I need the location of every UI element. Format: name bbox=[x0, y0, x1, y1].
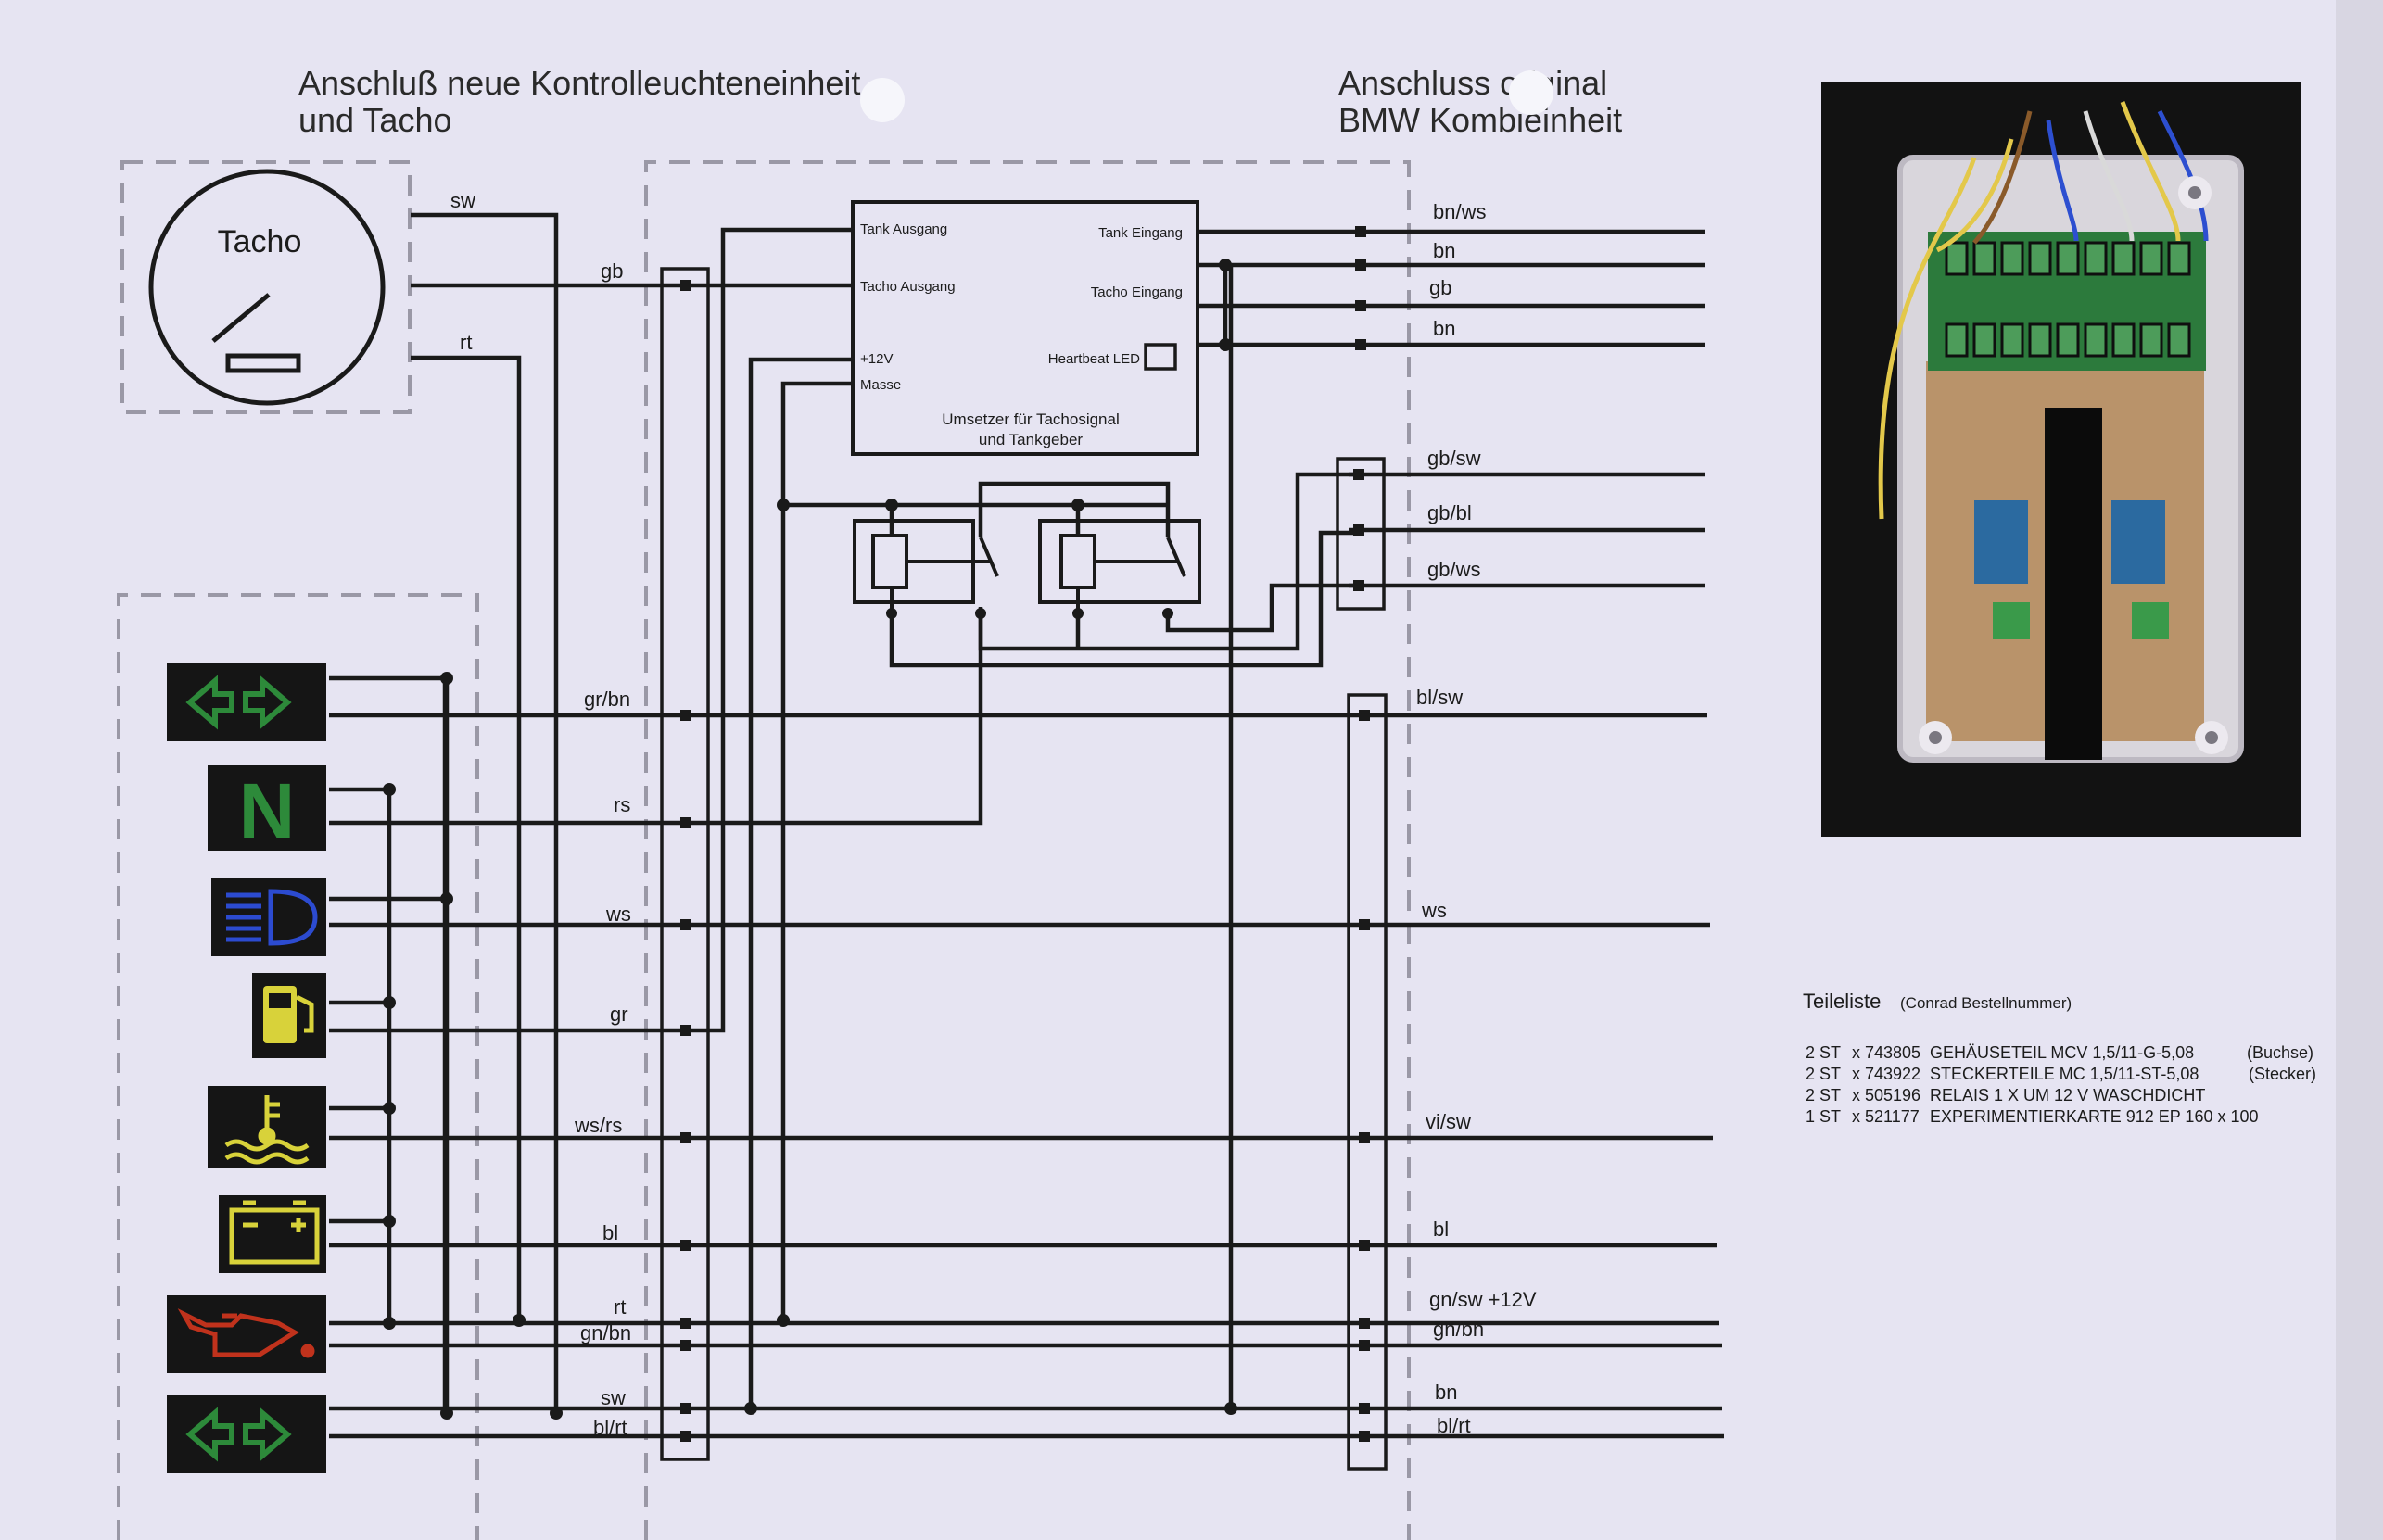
right-heading-line1: Anschluss original bbox=[1338, 64, 1607, 102]
parts-title: Teileliste bbox=[1803, 990, 1881, 1013]
paper-edge bbox=[2336, 0, 2383, 1540]
svg-text:x 505196: x 505196 bbox=[1852, 1086, 1920, 1105]
right-label-gb-ws: gb/ws bbox=[1427, 558, 1480, 581]
masse-label: Masse bbox=[860, 377, 901, 393]
relay-1 bbox=[853, 519, 999, 613]
svg-text:1 ST: 1 ST bbox=[1806, 1107, 1841, 1126]
right-label-gb-bl: gb/bl bbox=[1427, 501, 1472, 524]
plus12v-label: +12V bbox=[860, 351, 893, 367]
wire-label-gn-bn: gn/bn bbox=[580, 1321, 631, 1344]
svg-text:x 521177: x 521177 bbox=[1852, 1107, 1920, 1126]
tacho-group-frame bbox=[120, 160, 412, 414]
svg-text:RELAIS 1 X UM 12 V WASCHDICHT: RELAIS 1 X UM 12 V WASCHDICHT bbox=[1930, 1086, 2205, 1105]
parts-list: Teileliste (Conrad Bestellnummer) 2 ST x… bbox=[1803, 990, 2316, 1126]
right-label-gn-bn: gn/bn bbox=[1433, 1318, 1484, 1341]
punch-hole bbox=[860, 78, 905, 122]
wire-label-gr: gr bbox=[610, 1003, 628, 1026]
coolant-temperature-icon bbox=[224, 1095, 310, 1165]
tank-in-label: Tank Eingang bbox=[1098, 225, 1183, 241]
wire-label-rt-top: rt bbox=[460, 331, 472, 354]
right-label-gb-sw: gb/sw bbox=[1427, 447, 1481, 470]
right-label-bl: bl bbox=[1433, 1218, 1449, 1241]
battery-icon bbox=[229, 1200, 320, 1265]
tacho-label: Tacho bbox=[218, 224, 302, 259]
right-label-bn-2: bn bbox=[1433, 317, 1455, 340]
right-label-bn-1: bn bbox=[1433, 239, 1455, 262]
svg-text:GEHÄUSETEIL MCV 1,5/11-G-5,08: GEHÄUSETEIL MCV 1,5/11-G-5,08 bbox=[1930, 1043, 2194, 1062]
terminal-points bbox=[680, 226, 1370, 1442]
junction-dots bbox=[383, 259, 1237, 1420]
right-label-bl-rt: bl/rt bbox=[1437, 1414, 1471, 1437]
svg-text:2 ST: 2 ST bbox=[1806, 1043, 1841, 1062]
wire-label-rt-bottom: rt bbox=[614, 1295, 626, 1319]
svg-text:(Buchse): (Buchse) bbox=[2247, 1043, 2313, 1062]
wires bbox=[329, 212, 1724, 1439]
converter-title-line1: Umsetzer für Tachosignal bbox=[942, 410, 1120, 428]
left-heading-line2: und Tacho bbox=[298, 101, 451, 139]
turn-signal-indicator-bottom bbox=[167, 1395, 326, 1473]
oil-indicator bbox=[167, 1295, 326, 1373]
heartbeat-label: Heartbeat LED bbox=[1048, 351, 1140, 367]
parts-row: 2 ST x 743805 GEHÄUSETEIL MCV 1,5/11-G-5… bbox=[1806, 1043, 2313, 1062]
wire-label-ws: ws bbox=[605, 903, 631, 926]
parts-row: 2 ST x 505196 RELAIS 1 X UM 12 V WASCHDI… bbox=[1806, 1086, 2205, 1105]
high-beam-indicator bbox=[211, 878, 326, 956]
neutral-icon: N bbox=[239, 767, 296, 854]
svg-text:(Stecker): (Stecker) bbox=[2249, 1065, 2316, 1083]
svg-text:EXPERIMENTIERKARTE 912 EP 160: EXPERIMENTIERKARTE 912 EP 160 x 100 bbox=[1930, 1107, 2259, 1126]
svg-text:STECKERTEILE MC 1,5/11-ST-5,08: STECKERTEILE MC 1,5/11-ST-5,08 bbox=[1930, 1065, 2199, 1083]
wire-label-sw-bottom: sw bbox=[601, 1386, 626, 1409]
tacho-in-label: Tacho Eingang bbox=[1091, 284, 1183, 300]
battery-indicator bbox=[219, 1195, 326, 1273]
oil-pressure-icon bbox=[177, 1308, 315, 1358]
wire-label-gr-bn: gr/bn bbox=[584, 688, 630, 711]
turn-signal-indicator-top bbox=[167, 663, 326, 741]
right-label-gn-sw-12v: gn/sw +12V bbox=[1429, 1288, 1537, 1311]
wire-label-sw-top: sw bbox=[450, 189, 475, 212]
turn-signal-icon bbox=[185, 1407, 292, 1462]
svg-text:x 743922: x 743922 bbox=[1852, 1065, 1920, 1083]
punch-hole bbox=[1509, 70, 1553, 115]
right-heading-line2: BMW Kombieinheit bbox=[1338, 101, 1622, 139]
tacho-gauge: Tacho bbox=[148, 169, 386, 406]
parts-row: 2 ST x 743922 STECKERTEILE MC 1,5/11-ST-… bbox=[1806, 1065, 2316, 1083]
tacho-out-label: Tacho Ausgang bbox=[860, 279, 956, 295]
wire-label-bl: bl bbox=[602, 1221, 618, 1244]
connector-strips bbox=[660, 267, 1388, 1471]
heartbeat-led-icon bbox=[1144, 343, 1177, 371]
parts-subtitle: (Conrad Bestellnummer) bbox=[1900, 994, 2072, 1012]
circuit-photo bbox=[1821, 82, 2301, 837]
turn-signal-icon bbox=[185, 675, 292, 730]
right-label-ws: ws bbox=[1421, 899, 1447, 922]
fuel-icon bbox=[263, 986, 314, 1043]
svg-text:2 ST: 2 ST bbox=[1806, 1065, 1841, 1083]
svg-text:x 743805: x 743805 bbox=[1852, 1043, 1920, 1062]
converter-title-line2: und Tankgeber bbox=[979, 431, 1084, 448]
indicator-group-frame bbox=[117, 593, 479, 1540]
left-heading-line1: Anschluß neue Kontrolleuchteneinheit bbox=[298, 64, 860, 102]
converter-box: Tank Ausgang Tank Eingang Tacho Ausgang … bbox=[851, 200, 1199, 456]
right-label-bn-3: bn bbox=[1435, 1381, 1457, 1404]
right-label-vi-sw: vi/sw bbox=[1426, 1110, 1471, 1133]
right-label-bl-sw: bl/sw bbox=[1416, 686, 1463, 709]
wire-label-gb: gb bbox=[601, 259, 623, 283]
fuel-indicator bbox=[252, 973, 326, 1058]
wire-label-bl-rt: bl/rt bbox=[593, 1416, 627, 1439]
coolant-indicator bbox=[208, 1086, 326, 1168]
svg-text:2 ST: 2 ST bbox=[1806, 1086, 1841, 1105]
relays bbox=[853, 519, 1201, 613]
wire-label-ws-rs: ws/rs bbox=[574, 1114, 622, 1137]
relay-2 bbox=[1038, 519, 1201, 613]
high-beam-icon bbox=[226, 889, 318, 946]
parts-row: 1 ST x 521177 EXPERIMENTIERKARTE 912 EP … bbox=[1806, 1107, 2259, 1126]
neutral-indicator: N bbox=[208, 765, 326, 854]
right-label-gb: gb bbox=[1429, 276, 1451, 299]
tank-out-label: Tank Ausgang bbox=[860, 221, 947, 237]
right-label-bn-ws: bn/ws bbox=[1433, 200, 1486, 223]
wire-label-rs: rs bbox=[614, 793, 630, 816]
